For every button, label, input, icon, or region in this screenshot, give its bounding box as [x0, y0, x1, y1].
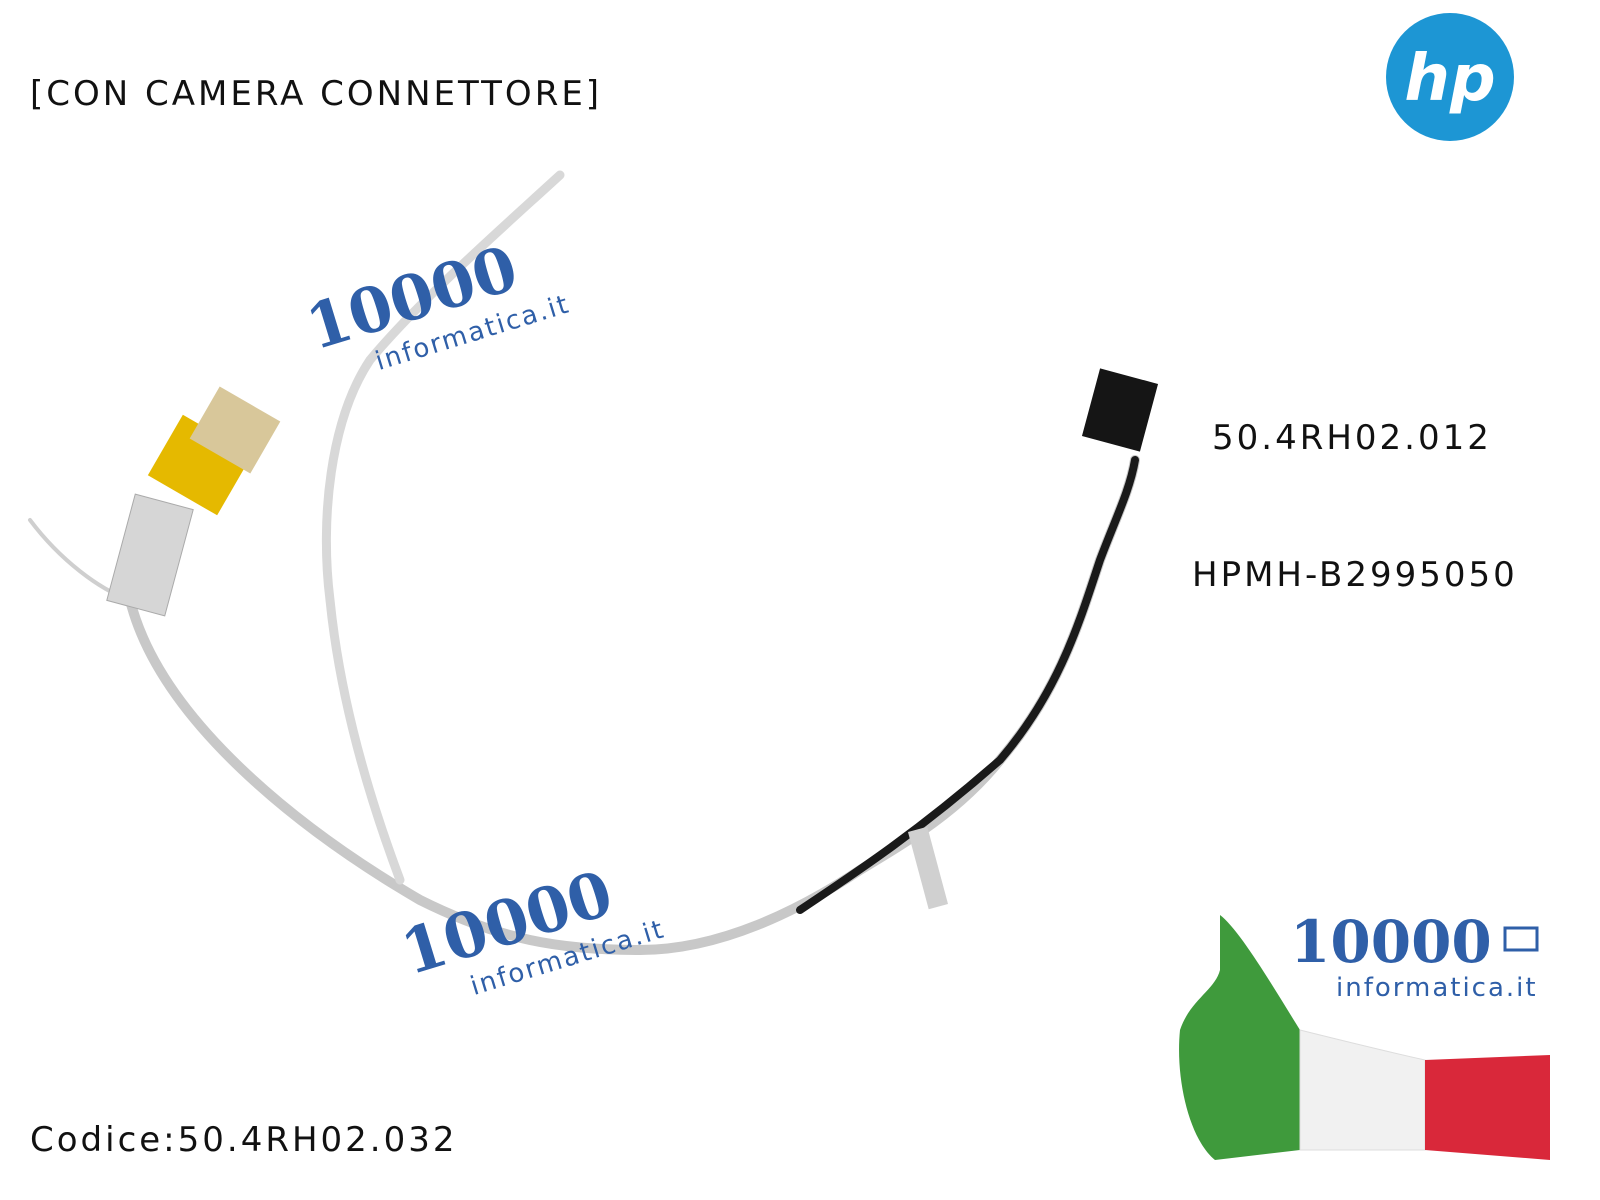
italian-flag-thumbs-up	[1179, 915, 1550, 1160]
svg-text:informatica.it: informatica.it	[1336, 973, 1538, 1003]
svg-text:hp: hp	[1404, 42, 1495, 116]
part-number-primary: 50.4RH02.012	[1212, 418, 1492, 458]
watermark-logo: 10000 informatica.it	[1290, 908, 1539, 1003]
watermark-bottom: 10000 informatica.it	[393, 856, 668, 1001]
watermark-top: 10000 informatica.it	[298, 231, 573, 376]
laptop-icon	[1503, 926, 1539, 952]
product-code: Codice:50.4RH02.032	[30, 1120, 458, 1160]
svg-text:10000: 10000	[1290, 908, 1492, 976]
part-number-secondary: HPMH-B2995050	[1192, 555, 1518, 595]
lvds-cable	[28, 170, 1159, 956]
hp-logo: hp	[1386, 13, 1514, 141]
header-title: [CON CAMERA CONNETTORE]	[30, 74, 603, 114]
